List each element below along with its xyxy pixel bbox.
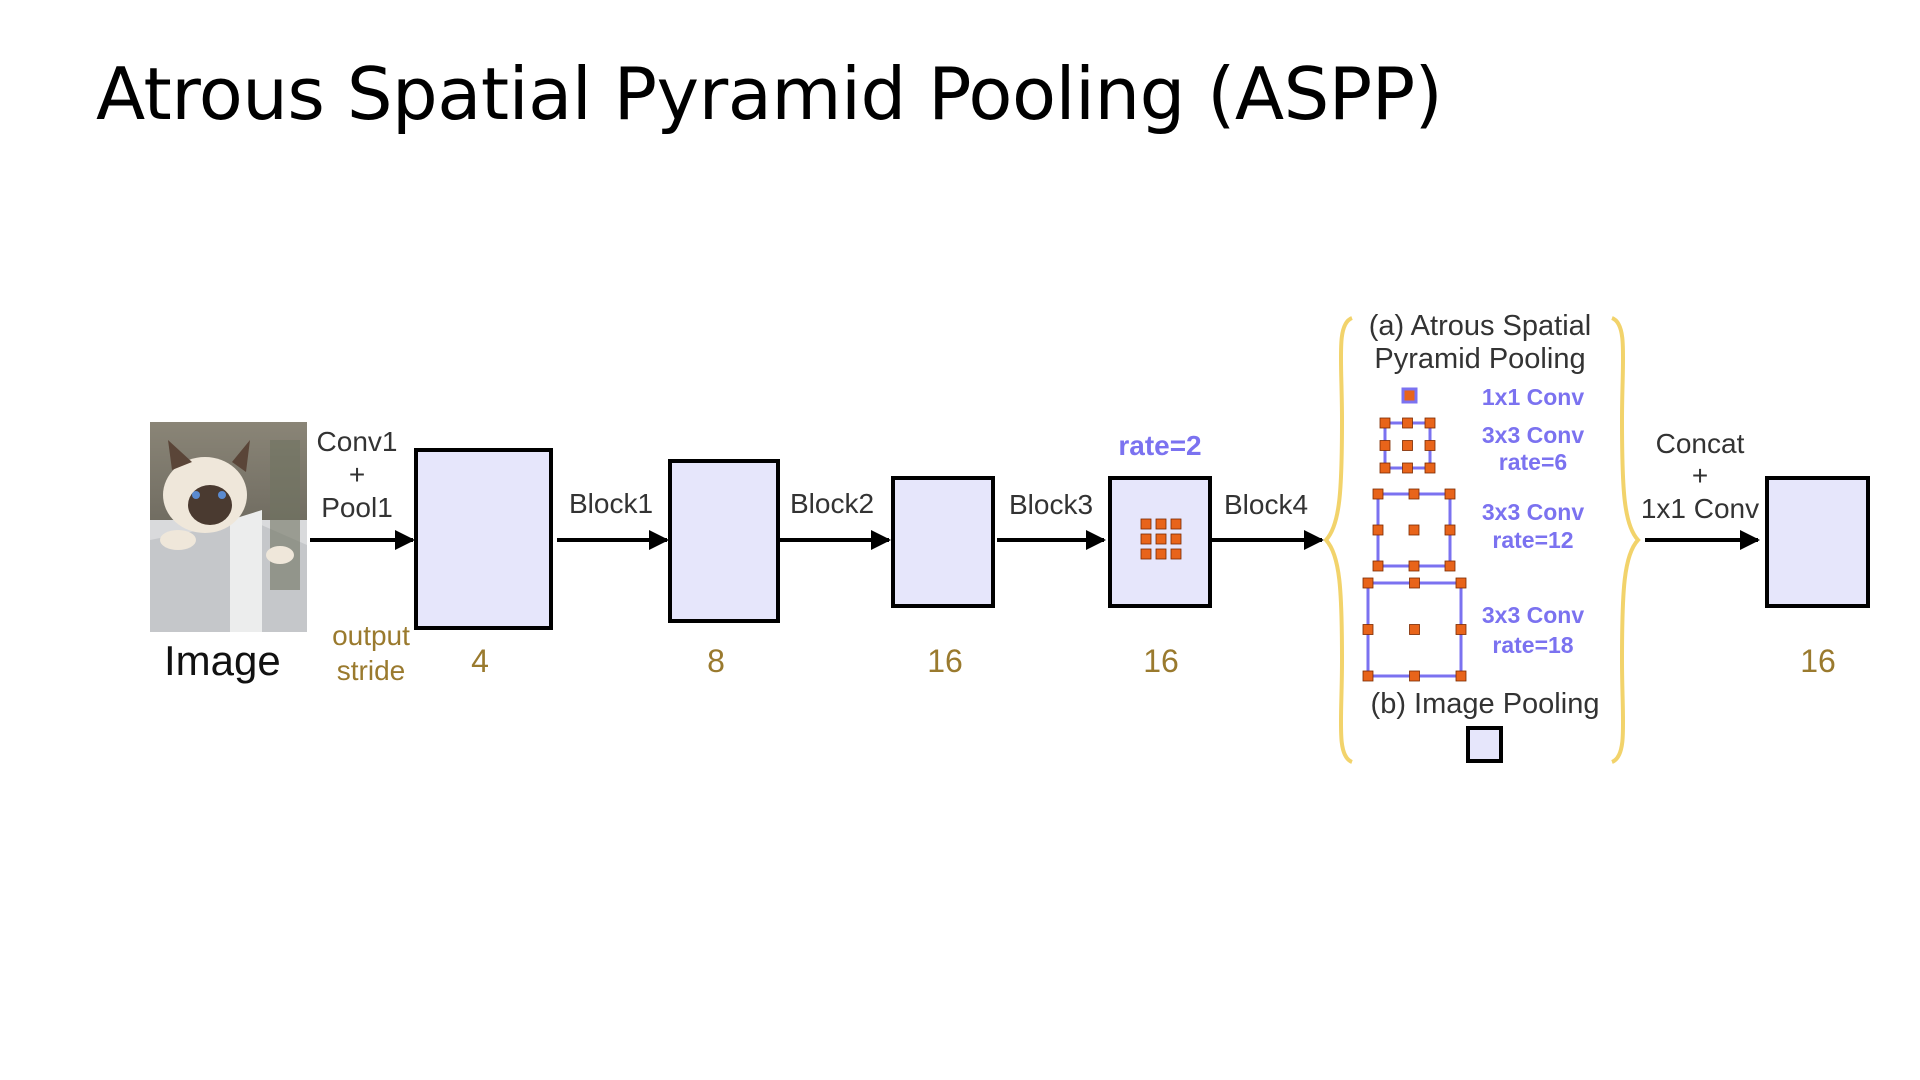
kernel-tap <box>1170 548 1182 560</box>
kernel-tap <box>1140 533 1152 545</box>
final-stride-value: 16 <box>1800 643 1836 679</box>
kernel-tap <box>1424 417 1436 429</box>
kernel-tap <box>1402 417 1413 429</box>
block1-label: Block1 <box>569 488 653 519</box>
kernel-3x3-rate12 <box>1372 488 1456 572</box>
kernel-tap <box>1409 577 1420 589</box>
image-pooling-box <box>1466 726 1503 763</box>
kernel-tap <box>1409 670 1420 682</box>
image-pooling-label: (b) Image Pooling <box>1371 688 1600 720</box>
kernel-tap <box>1408 488 1420 500</box>
kernel-tap <box>1155 518 1167 530</box>
conv3x3-rate6-label: 3x3 Conv <box>1482 422 1584 448</box>
kernel-tap <box>1155 548 1167 560</box>
output-stride-label-1: output <box>332 620 410 651</box>
slide-title: Atrous Spatial Pyramid Pooling (ASPP) <box>96 52 1443 136</box>
kernel-tap <box>1444 488 1456 500</box>
kernel-3x3-rate18 <box>1362 577 1467 682</box>
block2-label: Block2 <box>790 488 874 519</box>
kernel-tap <box>1408 524 1420 536</box>
conv3x3-rate12-label: 3x3 Conv <box>1482 499 1584 525</box>
kernel-tap <box>1455 624 1467 635</box>
kernel-tap <box>1402 462 1413 474</box>
kernel-tap <box>1379 462 1391 474</box>
kernel-tap <box>1372 560 1384 572</box>
conv1-plus: + <box>349 459 365 490</box>
conv3x3-rate18-label: 3x3 Conv <box>1482 602 1584 628</box>
rate6-label: rate=6 <box>1499 449 1567 475</box>
block4-label: Block4 <box>1224 489 1308 520</box>
rate18-label: rate=18 <box>1492 632 1573 658</box>
kernel-tap <box>1455 577 1467 589</box>
image-label: Image <box>164 637 281 684</box>
kernel-tap <box>1409 624 1420 635</box>
stride-value-3: 16 <box>927 643 963 679</box>
concat-label: Concat <box>1656 428 1745 459</box>
stride-value-2: 8 <box>707 643 725 679</box>
kernel-tap <box>1140 548 1152 560</box>
kernel-tap <box>1424 440 1436 451</box>
conv1-label: Conv1 <box>317 426 398 457</box>
conv1x1-label: 1x1 Conv <box>1482 384 1584 410</box>
kernel-tap <box>1140 518 1152 530</box>
pool1-label: Pool1 <box>321 492 393 523</box>
kernel-tap <box>1455 670 1467 682</box>
kernel-3x3-rate6 <box>1379 417 1436 474</box>
stride-value-1: 4 <box>471 643 489 679</box>
feature-map-2 <box>668 459 780 623</box>
feature-map-1 <box>414 448 553 630</box>
atrous-kernel-rate2 <box>1140 518 1182 560</box>
kernel-tap <box>1155 533 1167 545</box>
kernel-tap <box>1379 440 1391 451</box>
concat-plus: + <box>1692 460 1708 491</box>
kernel-tap <box>1379 417 1391 429</box>
feature-map-3 <box>891 476 995 608</box>
kernel-tap <box>1170 533 1182 545</box>
stride-value-4: 16 <box>1143 643 1179 679</box>
aspp-heading-line1: (a) Atrous Spatial <box>1369 310 1591 342</box>
kernel-tap <box>1170 518 1182 530</box>
aspp-heading-line2: Pyramid Pooling <box>1374 343 1585 375</box>
rate2-label: rate=2 <box>1118 430 1201 461</box>
kernel-tap <box>1444 524 1456 536</box>
kernel-1x1 <box>1401 387 1418 404</box>
rate12-label: rate=12 <box>1492 527 1573 553</box>
kernel-tap <box>1444 560 1456 572</box>
kernel-tap <box>1402 440 1413 451</box>
concat-conv-label: 1x1 Conv <box>1641 493 1759 524</box>
kernel-tap <box>1362 624 1374 635</box>
kernel-tap <box>1362 670 1374 682</box>
kernel-tap <box>1424 462 1436 474</box>
kernel-tap <box>1372 488 1384 500</box>
output-stride-label-2: stride <box>337 655 405 686</box>
input-cat-image <box>150 422 307 632</box>
output-feature-map <box>1765 476 1870 608</box>
left-brace <box>1323 316 1354 764</box>
kernel-tap <box>1362 577 1374 589</box>
block3-label: Block3 <box>1009 489 1093 520</box>
kernel-tap <box>1408 560 1420 572</box>
right-brace <box>1610 316 1641 764</box>
kernel-tap <box>1372 524 1384 536</box>
